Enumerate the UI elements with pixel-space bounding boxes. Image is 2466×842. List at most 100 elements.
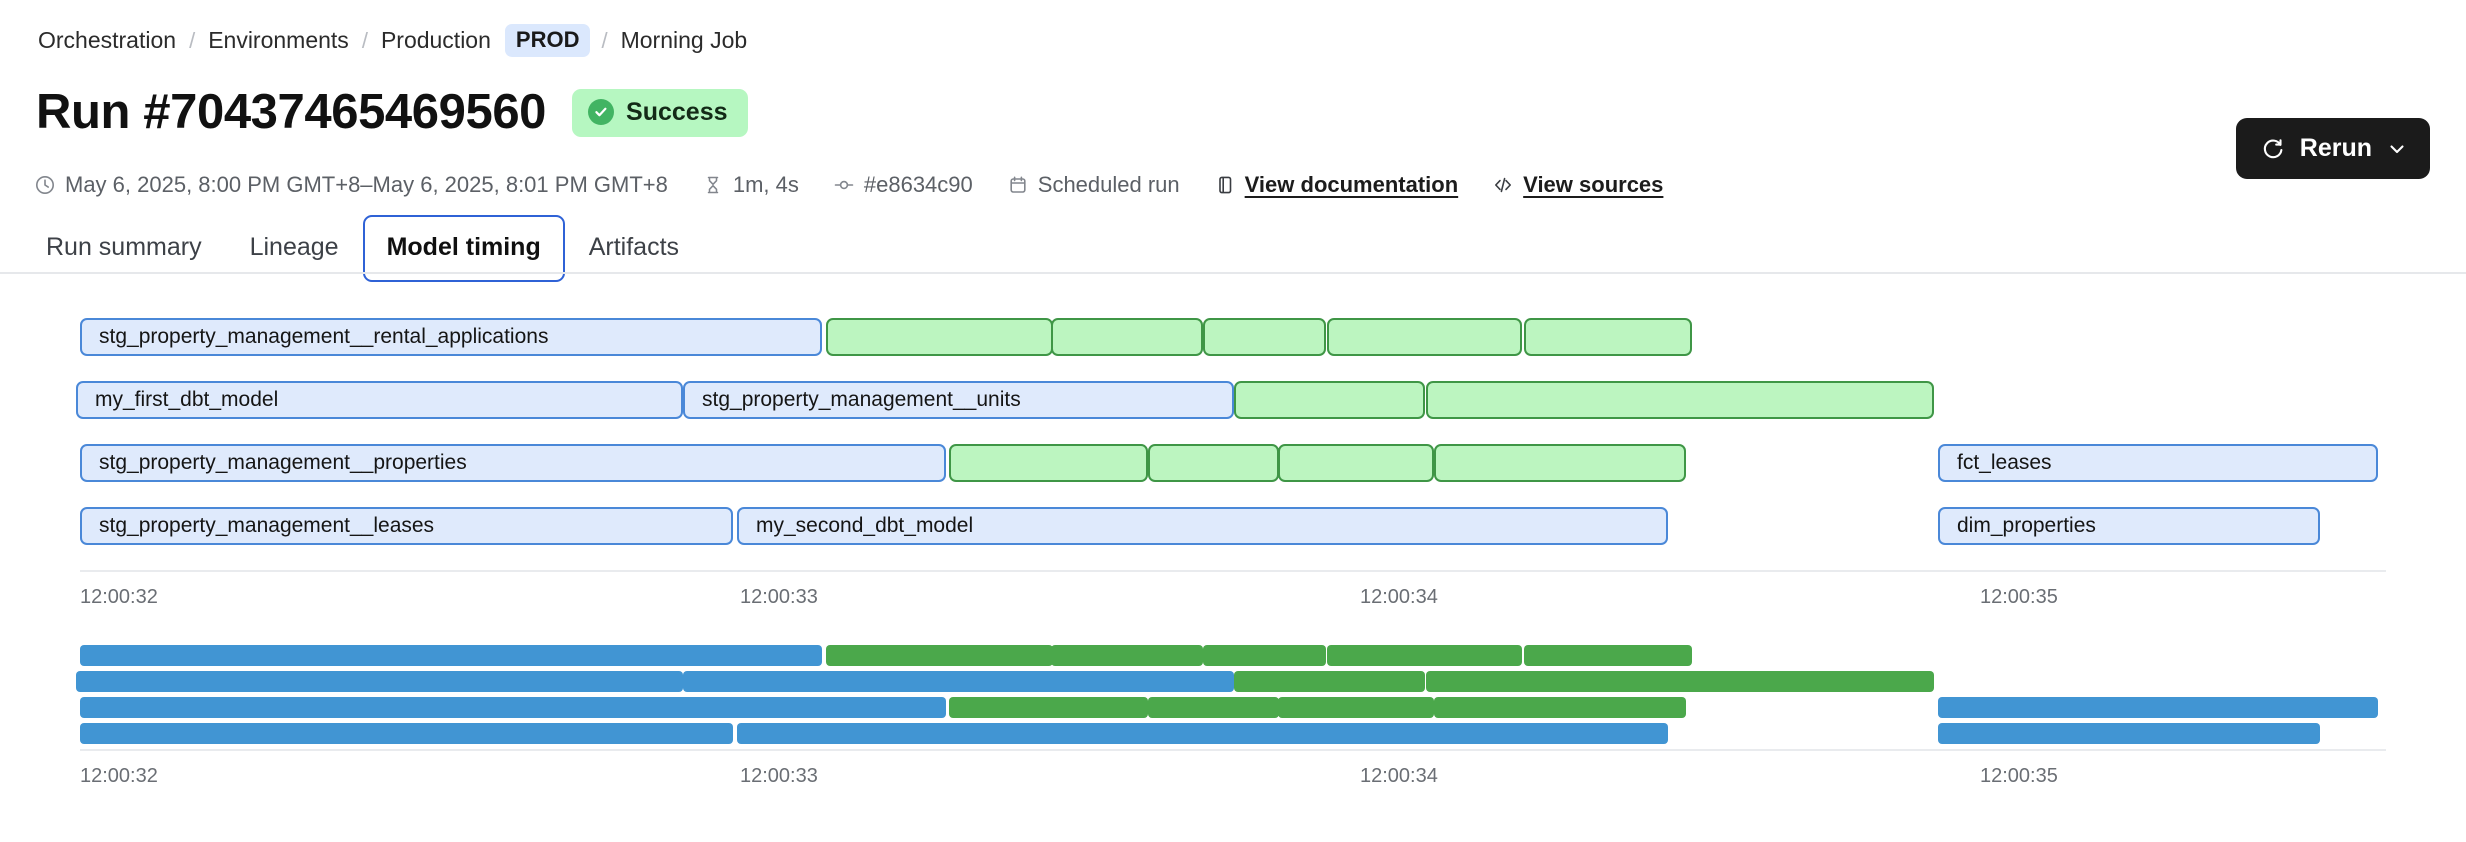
breadcrumb-item-prod: PROD — [504, 24, 591, 57]
meta-trigger: Scheduled run — [1007, 172, 1180, 198]
model-timing-gantt: stg_property_management__rental_applicat… — [0, 318, 2466, 616]
minimap-bar-segment[interactable] — [826, 645, 1053, 666]
breadcrumb-item-environments[interactable]: Environments — [208, 27, 349, 53]
axis-tick-label: 12:00:32 — [80, 586, 158, 608]
gantt-bar-segment[interactable] — [1203, 318, 1326, 356]
tab-artifacts[interactable]: Artifacts — [588, 233, 680, 261]
minimap-row — [0, 645, 2466, 668]
tab-model-timing[interactable]: Model timing — [362, 215, 565, 282]
minimap-bar-segment[interactable] — [1938, 723, 2320, 744]
time-range-text: May 6, 2025, 8:00 PM GMT+8–May 6, 2025, … — [65, 172, 668, 197]
meta-commit: #e8634c90 — [833, 172, 973, 198]
minimap-bar-segment[interactable] — [80, 645, 822, 666]
minimap-axis-line — [80, 749, 2386, 751]
clock-icon — [34, 174, 56, 196]
minimap-bar-segment[interactable] — [1938, 697, 2378, 718]
hourglass-icon — [702, 174, 724, 196]
breadcrumb-item-orchestration[interactable]: Orchestration — [38, 27, 177, 53]
gantt-bar-segment[interactable] — [826, 318, 1053, 356]
gantt-bar-segment[interactable] — [1051, 318, 1203, 356]
gantt-bar-segment[interactable] — [949, 444, 1148, 482]
minimap-row — [0, 671, 2466, 694]
minimap-bar-segment[interactable] — [1051, 645, 1203, 666]
gantt-bar-stg_property_management__rental_applications[interactable]: stg_property_management__rental_applicat… — [80, 318, 822, 356]
rerun-label: Rerun — [2299, 134, 2372, 162]
axis-tick-label: 12:00:35 — [1980, 586, 2058, 608]
meta-sources[interactable]: View sources — [1492, 172, 1663, 198]
meta-time-range: May 6, 2025, 8:00 PM GMT+8–May 6, 2025, … — [34, 172, 668, 198]
tab-run-summary[interactable]: Run summary — [46, 233, 202, 261]
meta-documentation[interactable]: View documentation — [1214, 172, 1459, 198]
check-circle-icon — [588, 99, 615, 125]
axis-tick-label: 12:00:34 — [1360, 586, 1438, 608]
status-badge: Success — [572, 88, 748, 137]
minimap-bar-segment[interactable] — [80, 697, 946, 718]
view-sources-link[interactable]: View sources — [1523, 172, 1664, 197]
trigger-text: Scheduled run — [1037, 172, 1180, 197]
gantt-bar-segment[interactable] — [1426, 381, 1934, 419]
breadcrumb-separator: / — [361, 27, 368, 53]
minimap-bar-segment[interactable] — [1327, 645, 1522, 666]
minimap-axis-tick-label: 12:00:33 — [740, 765, 818, 787]
minimap-bar-segment[interactable] — [1524, 645, 1692, 666]
tab-lineage[interactable]: Lineage — [249, 233, 339, 261]
minimap-bar-segment[interactable] — [80, 723, 733, 744]
status-label: Success — [626, 97, 728, 126]
run-header: Run #70437465469560 Success — [36, 88, 748, 137]
rerun-button[interactable]: Rerun — [2235, 118, 2430, 179]
axis-line — [80, 570, 2386, 572]
minimap-bar-segment[interactable] — [1434, 697, 1686, 718]
gantt-bar-my_second_dbt_model[interactable]: my_second_dbt_model — [737, 507, 1668, 545]
minimap-bar-segment[interactable] — [737, 723, 1668, 744]
breadcrumb-separator: / — [189, 27, 196, 53]
view-documentation-link[interactable]: View documentation — [1244, 172, 1459, 197]
breadcrumb: Orchestration / Environments / Production PRO… — [36, 24, 749, 57]
gantt-bar-stg_property_management__properties[interactable]: stg_property_management__properties — [80, 444, 946, 482]
book-icon — [1214, 174, 1236, 196]
duration-text: 1m, 4s — [732, 172, 799, 197]
run-metadata: May 6, 2025, 8:00 PM GMT+8–May 6, 2025, … — [34, 172, 1697, 198]
page-title: Run #70437465469560 — [36, 85, 547, 139]
gantt-bar-stg_property_management__units[interactable]: stg_property_management__units — [683, 381, 1234, 419]
gantt-bar-segment[interactable] — [1148, 444, 1279, 482]
gantt-row: stg_property_management__properties fct_l… — [0, 444, 2466, 492]
gantt-bar-segment[interactable] — [1327, 318, 1522, 356]
meta-duration: 1m, 4s — [702, 172, 799, 198]
code-icon — [1492, 174, 1514, 196]
commit-icon — [833, 174, 855, 196]
minimap-bar-segment[interactable] — [949, 697, 1148, 718]
minimap-bar-segment[interactable] — [1234, 671, 1425, 692]
axis-tick-label: 12:00:33 — [740, 586, 818, 608]
gantt-time-axis: 12:00:32 12:00:33 12:00:34 12:00:35 — [0, 570, 2466, 616]
minimap-bar-segment[interactable] — [1426, 671, 1934, 692]
breadcrumb-separator: / — [601, 27, 608, 53]
calendar-icon — [1007, 174, 1029, 196]
minimap-axis-tick-label: 12:00:32 — [80, 765, 158, 787]
minimap-axis-tick-label: 12:00:35 — [1980, 765, 2058, 787]
gantt-bar-my_first_dbt_model[interactable]: my_first_dbt_model — [76, 381, 683, 419]
gantt-bar-dim_properties[interactable]: dim_properties — [1938, 507, 2320, 545]
minimap-bar-segment[interactable] — [1278, 697, 1434, 718]
minimap-bar-segment[interactable] — [1203, 645, 1326, 666]
minimap-row — [0, 697, 2466, 720]
tab-bar: Run summary Lineage Model timing Artifacts — [22, 215, 703, 282]
gantt-bar-segment[interactable] — [1524, 318, 1692, 356]
minimap-row — [0, 723, 2466, 746]
breadcrumb-item-morning-job: Morning Job — [620, 27, 748, 53]
chevron-down-icon[interactable] — [2386, 138, 2408, 160]
minimap-bar-segment[interactable] — [1148, 697, 1279, 718]
refresh-icon — [2260, 136, 2286, 162]
gantt-bar-stg_property_management__leases[interactable]: stg_property_management__leases — [80, 507, 733, 545]
breadcrumb-item-production[interactable]: Production — [380, 27, 491, 53]
minimap-bar-segment[interactable] — [76, 671, 683, 692]
minimap-bar-segment[interactable] — [683, 671, 1234, 692]
gantt-row: stg_property_management__rental_applicat… — [0, 318, 2466, 366]
gantt-bar-segment[interactable] — [1234, 381, 1425, 419]
gantt-bar-segment[interactable] — [1434, 444, 1686, 482]
gantt-bar-fct_leases[interactable]: fct_leases — [1938, 444, 2378, 482]
gantt-bar-segment[interactable] — [1278, 444, 1434, 482]
